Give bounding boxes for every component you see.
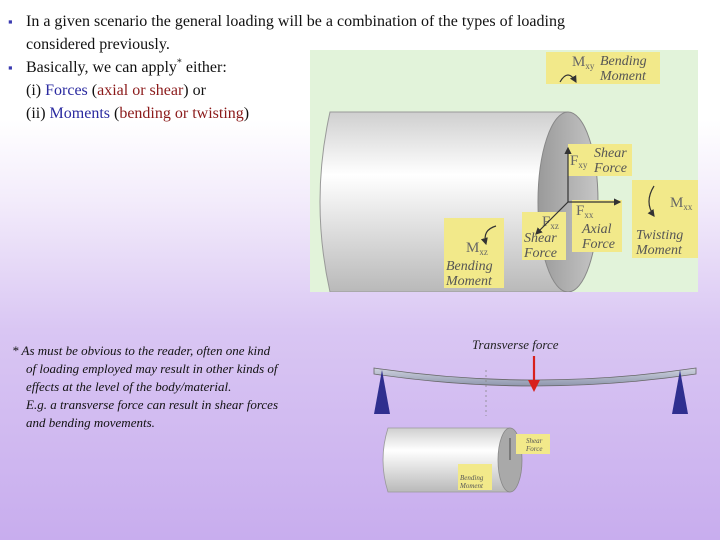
beam-diagram <box>373 356 697 416</box>
bullet-1-line-2: considered previously. <box>26 36 170 53</box>
footnote: * As must be obvious to the reader, ofte… <box>12 342 352 432</box>
line-forces: (i) Forces (axial or shear) or <box>6 79 706 102</box>
shear-force-right-label: Shear Force <box>593 146 630 176</box>
right-support <box>672 370 688 414</box>
small-label-box-bending <box>458 464 492 490</box>
line-i-open: (i) <box>26 82 46 99</box>
footnote-line-3: effects at the level of the body/materia… <box>26 379 232 394</box>
small-loading-diagram: Shear Force Bending Moment <box>382 427 550 493</box>
label-box-bending-moment-lower <box>444 218 504 288</box>
bending-moment-lower-label: Bending Moment <box>445 259 496 289</box>
line-i-paren: ( <box>87 82 98 99</box>
cylinder-body <box>319 111 569 292</box>
label-box-twisting-moment <box>632 180 698 258</box>
bullet-1-line-1: In a given scenario the general loading … <box>26 13 565 30</box>
axial-shear-words: axial or shear <box>97 82 184 99</box>
footnote-line-2: of loading employed may result in other … <box>26 361 278 376</box>
axis-z-arrow <box>535 201 569 235</box>
line-ii-paren: ( <box>110 105 120 122</box>
small-bending-moment-label: Bending Moment <box>459 474 485 490</box>
left-support <box>374 370 390 414</box>
f-xx-label: Fxx <box>576 203 594 220</box>
slide-text: ▪ In a given scenario the general loadin… <box>6 10 706 125</box>
bending-twisting-words: bending or twisting <box>119 105 244 122</box>
twisting-moment-arc <box>647 185 655 217</box>
bending-moment-lower-arc <box>480 225 497 246</box>
label-box-bending-moment-top <box>546 52 660 84</box>
f-xy-label: Fxy <box>570 153 588 170</box>
label-box-shear-force <box>568 144 632 176</box>
loading-diagram: Mxy Bending Moment Fxy Shear Force Fxx A… <box>310 50 698 292</box>
label-box-shear-force-lower <box>522 212 566 260</box>
bullet-square-icon: ▪ <box>8 14 13 29</box>
axial-force-label: Axial Force <box>581 222 615 252</box>
bending-moment-top-label: Bending Moment <box>599 54 650 84</box>
line-ii-close: ) <box>243 105 250 122</box>
m-xx-label: Mxx <box>670 195 693 212</box>
footnote-line-5: and bending movements. <box>26 415 155 430</box>
shear-force-lower-label: Shear Force <box>523 231 560 261</box>
forces-word: Forces <box>45 82 88 99</box>
bullet-2-prefix: Basically, we can apply <box>26 59 177 76</box>
bullet-1: ▪ In a given scenario the general loadin… <box>6 10 706 33</box>
bullet-2-suffix: either: <box>181 59 227 76</box>
small-label-box-shear <box>516 434 550 454</box>
f-xz-label: Fxz <box>542 214 559 231</box>
m-xz-label: Mxz <box>466 240 488 257</box>
m-xy-label: Mxy <box>572 54 595 71</box>
footnote-marker: * <box>176 57 182 69</box>
bending-moment-top-arc <box>559 74 577 84</box>
transverse-force-arrow-head <box>528 380 540 392</box>
transverse-force-label: Transverse force <box>472 337 559 352</box>
bullet-2: ▪ Basically, we can apply* either: <box>6 56 706 79</box>
footnote-line-1: * As must be obvious to the reader, ofte… <box>12 343 271 358</box>
footnote-line-4: E.g. a transverse force can result in sh… <box>26 397 279 412</box>
line-i-close: ) or <box>183 82 206 99</box>
moments-word: Moments <box>49 105 110 122</box>
bent-beam <box>373 367 697 387</box>
label-box-axial-force <box>572 200 622 252</box>
line-moments: (ii) Moments (bending or twisting) <box>6 102 706 125</box>
twisting-moment-label: Twisting Moment <box>635 228 687 258</box>
bullet-square-icon: ▪ <box>8 60 13 75</box>
small-shear-force-label: Shear Force <box>525 437 544 453</box>
line-ii-open: (ii) <box>26 105 50 122</box>
